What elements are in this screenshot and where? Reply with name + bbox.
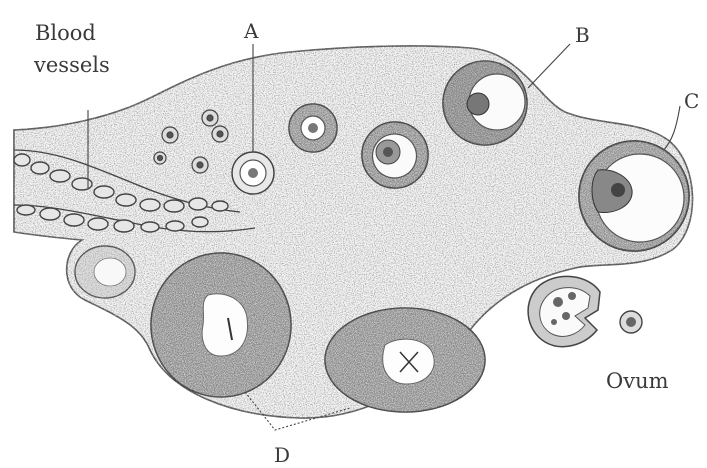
follicle-b (443, 61, 527, 145)
label-blood: Blood (35, 21, 96, 45)
secondary-follicle (362, 122, 428, 188)
ruptured-follicle (528, 276, 600, 346)
label-vessels: vessels (33, 53, 110, 77)
follicle-c (579, 141, 689, 251)
label-d: D (274, 443, 290, 467)
label-c: C (684, 89, 699, 113)
corpus-luteum-1 (151, 253, 291, 397)
label-ovum: Ovum (606, 369, 669, 393)
small-body-left (75, 246, 135, 298)
follicle-a (232, 152, 274, 194)
corpus-luteum-2 (325, 308, 485, 412)
label-b: B (575, 23, 590, 47)
growing-follicle (289, 104, 337, 152)
released-ovum (620, 311, 642, 333)
label-a: A (243, 19, 259, 43)
